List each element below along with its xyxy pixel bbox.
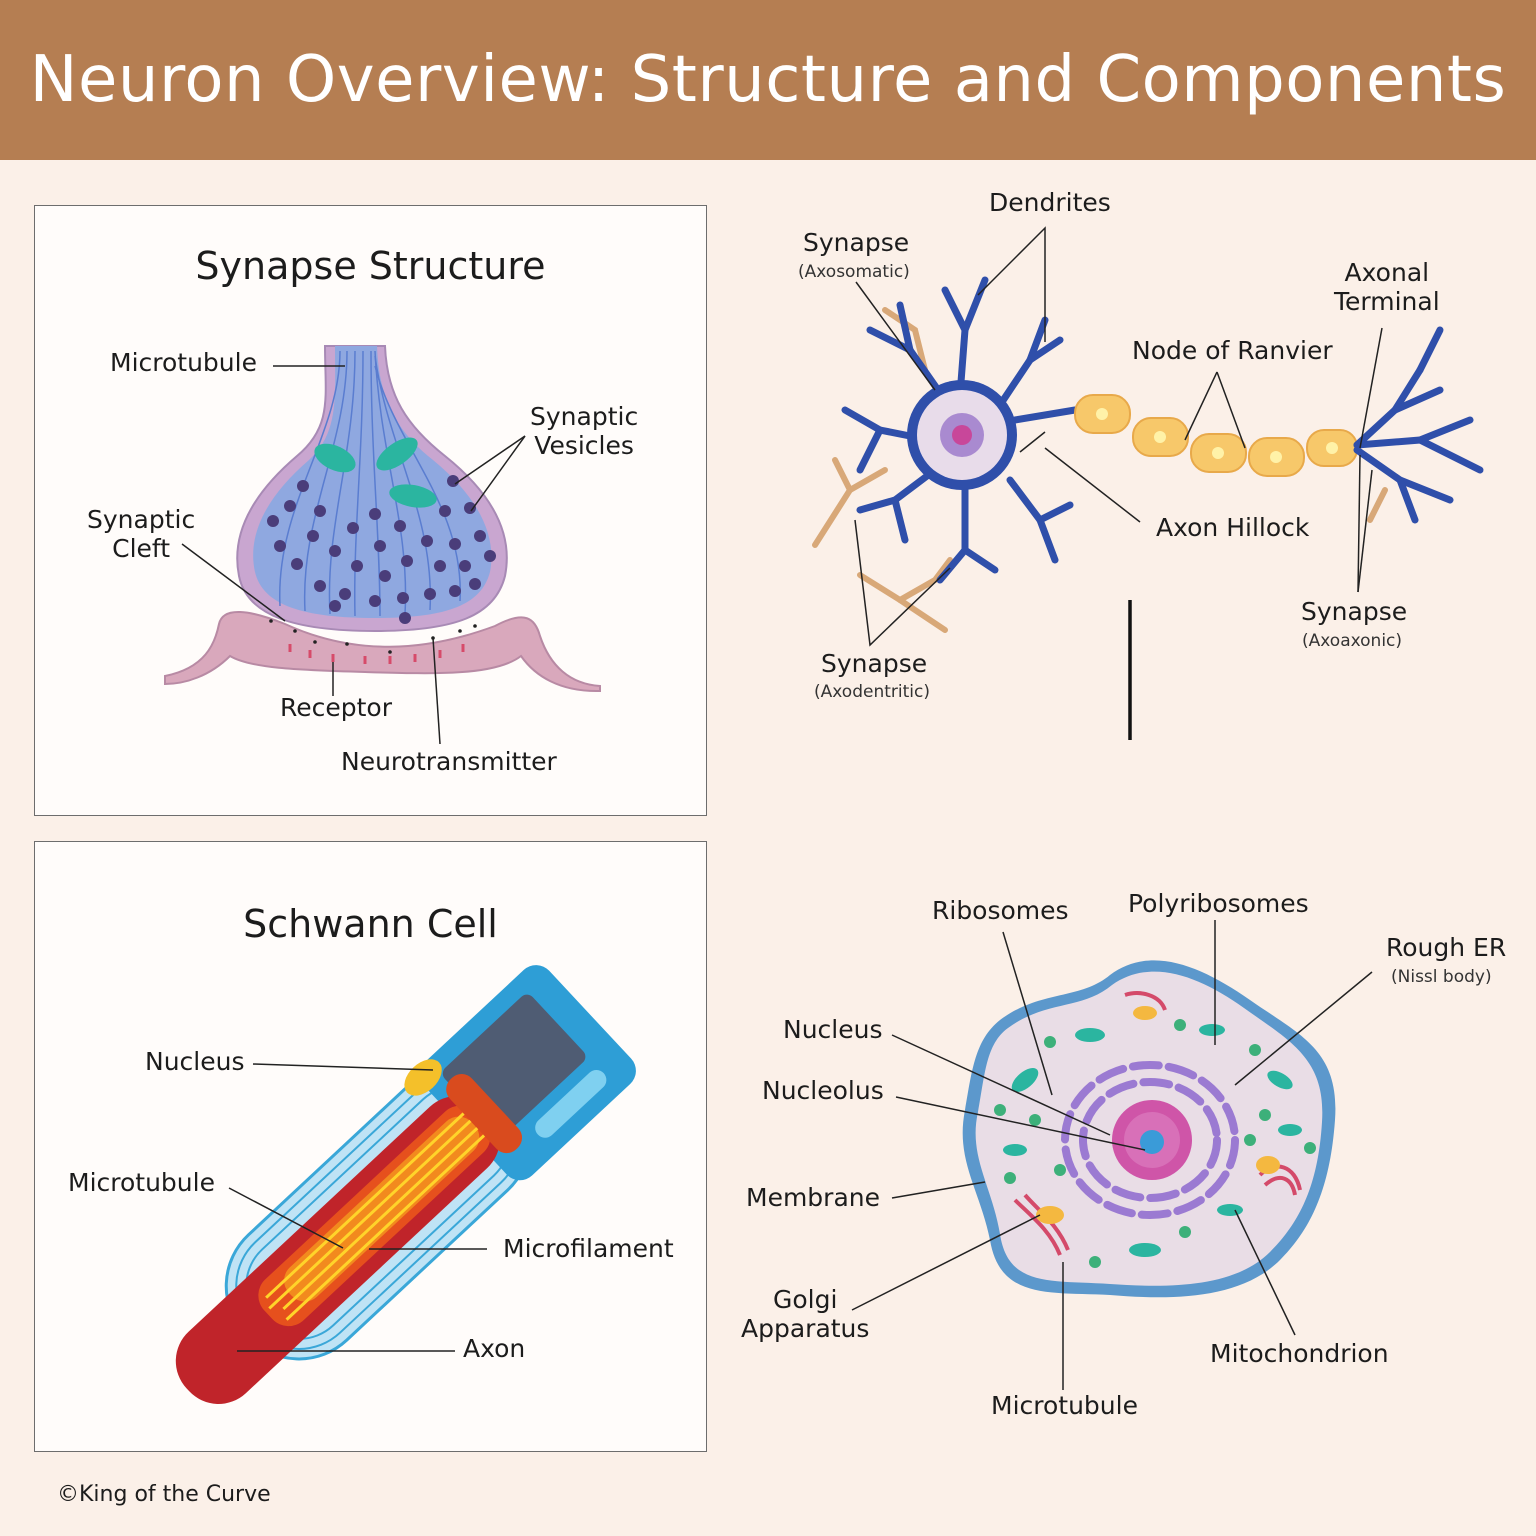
axonal-terminal-label-line1: Axonal (1344, 258, 1430, 287)
axon-terminal-branches (1353, 326, 1484, 524)
golgi-vesicle-2 (1256, 1156, 1280, 1174)
ribosomes-label: Ribosomes (932, 896, 1069, 925)
synapse-axosomatic-label: Synapse (803, 228, 910, 257)
cell-nucleus-label: Nucleus (783, 1015, 883, 1044)
neurotransmitter-label: Neurotransmitter (341, 747, 557, 776)
axodendritic-sublabel: (Axodentritic) (814, 682, 930, 702)
synapse-axodendritic-label: Synapse (821, 649, 928, 678)
myelin-segments (1074, 394, 1358, 477)
dendrites (841, 276, 1079, 584)
copyright-text: ©King of the Curve (57, 1482, 271, 1507)
rough-er-label: Rough ER (1386, 933, 1507, 962)
axodendritic-terminals (812, 307, 1388, 633)
axon-label: Axon (463, 1334, 526, 1363)
golgi-label-line1: Golgi (773, 1285, 838, 1314)
synapse-axoaxonic-label: Synapse (1301, 597, 1408, 626)
synaptic-vesicles-label-line2: Vesicles (534, 430, 634, 460)
synapse-structure-panel: Synapse Structure (34, 205, 707, 816)
soma-nucleolus (952, 425, 972, 445)
cell-microtubule-label: Microtubule (991, 1391, 1138, 1420)
postsynaptic-membrane (164, 611, 601, 693)
mitochondria (314, 437, 437, 508)
rough-er (1061, 1061, 1239, 1219)
golgi-label-line2: Apparatus (741, 1313, 870, 1343)
schwann-cell-panel: Schwann Cell (34, 841, 707, 1452)
membrane-label: Membrane (746, 1183, 880, 1212)
schwann-cylinder (175, 965, 636, 1404)
golgi-vesicle (1036, 1206, 1064, 1224)
synapse-microtubule-label: Microtubule (110, 348, 257, 377)
synaptic-vesicles-label-line1: Synaptic (530, 402, 639, 431)
axonal-terminal-label: Axonal Terminal (1334, 258, 1440, 317)
neuron-diagram (812, 226, 1484, 740)
dendrites-label: Dendrites (989, 188, 1111, 217)
synapse-panel-title: Synapse Structure (195, 244, 546, 288)
schwann-diagram (175, 965, 636, 1404)
axoaxonic-sublabel: (Axoaxonic) (1302, 631, 1403, 651)
mitochondrion-label: Mitochondrion (1210, 1339, 1389, 1368)
golgi-vesicle-3 (1133, 1006, 1157, 1020)
axon-hillock-label: Axon Hillock (1156, 513, 1310, 542)
golgi-apparatus-label: Golgi Apparatus (741, 1285, 870, 1344)
schwann-nucleus-label: Nucleus (145, 1047, 245, 1076)
nucleolus-label: Nucleolus (762, 1076, 884, 1105)
schwann-microtubule-label: Microtubule (68, 1168, 215, 1197)
axosomatic-sublabel: (Axosomatic) (798, 262, 910, 282)
synapse-diagram (164, 345, 601, 745)
axonal-terminal-label-line2: Terminal (1334, 286, 1440, 316)
synaptic-vesicles-label: Synaptic Vesicles (530, 402, 639, 461)
schwann-leader-lines (228, 1063, 487, 1352)
synaptic-cleft-label-line1: Synaptic (87, 505, 196, 534)
synapse-leader-lines (181, 365, 526, 745)
synaptic-vesicles (267, 475, 496, 624)
cell-nucleolus (1140, 1130, 1164, 1154)
polyribosomes-label: Polyribosomes (1128, 889, 1309, 918)
myelin-highlights (1096, 408, 1338, 463)
schwann-panel-title: Schwann Cell (243, 902, 498, 946)
synaptic-cleft-label: Synaptic Cleft (87, 505, 196, 564)
page-title: Neuron Overview: Structure and Component… (29, 43, 1507, 117)
polyribosome-dots (994, 1019, 1316, 1268)
terminal-cytoplasm (253, 346, 492, 618)
receptor-marks (288, 644, 465, 664)
node-of-ranvier-label: Node of Ranvier (1132, 336, 1333, 365)
cell-body-diagram (851, 920, 1373, 1390)
nissl-body-sublabel: (Nissl body) (1391, 967, 1492, 987)
neurotransmitter-dots (269, 619, 477, 654)
microfilament-label: Microfilament (503, 1234, 674, 1263)
neuron-leader-lines (854, 226, 1383, 647)
synaptic-cleft-label-line2: Cleft (112, 533, 171, 563)
title-banner: Neuron Overview: Structure and Component… (0, 0, 1536, 160)
cell-leader-lines (851, 920, 1373, 1390)
receptor-label: Receptor (280, 693, 392, 722)
